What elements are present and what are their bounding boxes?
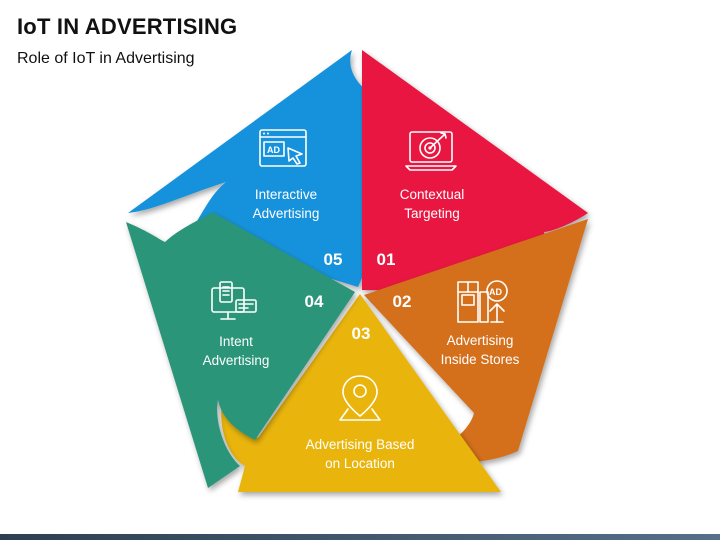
segment-03-label-line2: on Location	[325, 456, 395, 471]
segment-01-label-line1: Contextual	[400, 187, 465, 202]
footer-bar	[0, 534, 720, 540]
segment-01-number: 01	[377, 250, 396, 269]
segment-03	[221, 294, 501, 492]
devices-icon	[211, 281, 257, 320]
segment-01	[362, 50, 588, 293]
segment-02-number: 02	[393, 292, 412, 311]
segment-02	[364, 219, 588, 464]
segment-04-label-line1: Intent	[219, 334, 253, 349]
segment-04-shape	[126, 212, 355, 488]
segment-04	[126, 212, 355, 488]
ad-click-icon: AD	[259, 129, 307, 167]
page-title: IoT IN ADVERTISING	[17, 14, 238, 39]
segment-02-shape	[364, 219, 588, 464]
segment-05-label-line2: Advertising	[253, 206, 320, 221]
svg-text:AD: AD	[267, 145, 280, 155]
location-pin-icon	[339, 375, 381, 421]
segment-03-number: 03	[352, 324, 371, 343]
segment-03-shape	[221, 294, 501, 492]
segment-01-label-line2: Targeting	[404, 206, 460, 221]
target-icon	[405, 131, 457, 171]
segment-02-label-line2: Inside Stores	[441, 352, 520, 367]
page-subtitle: Role of IoT in Advertising	[17, 50, 195, 67]
segment-02-label-line1: Advertising	[447, 333, 514, 348]
segment-04-label-line2: Advertising	[203, 353, 270, 368]
svg-text:AD: AD	[489, 287, 502, 297]
segment-03-label-line1: Advertising Based	[306, 437, 415, 452]
segment-05-label-line1: Interactive	[255, 187, 317, 202]
segment-04-number: 04	[305, 292, 324, 311]
segment-01-shape	[362, 50, 588, 293]
segment-05-number: 05	[324, 250, 343, 269]
store-ad-icon: AD	[457, 280, 508, 323]
